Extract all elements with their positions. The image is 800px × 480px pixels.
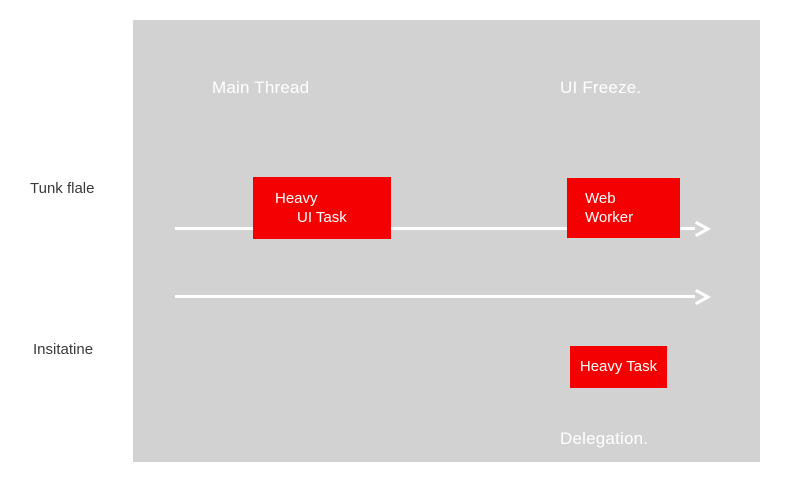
diagram-panel: Main Thread UI Freeze. Delegation. Heavy…	[133, 20, 760, 462]
task-block-web-worker: Web Worker	[567, 178, 680, 238]
task-label-line-2: UI Task	[297, 209, 347, 226]
task-label-line-1: Web	[585, 189, 616, 207]
task-label-line-1: Heavy Task	[579, 358, 658, 376]
timeline-worker-thread	[175, 295, 695, 298]
caption-delegation: Delegation.	[560, 429, 649, 448]
row-label-main-thread: Tunk flale	[30, 180, 95, 197]
task-label-line-1: Heavy	[275, 189, 318, 207]
task-block-heavy-ui-task: Heavy UI Task	[253, 177, 391, 239]
row-label-instance: Insitatine	[33, 341, 94, 358]
arrow-right-icon-worker-thread	[691, 284, 717, 310]
caption-ui-freeze: UI Freeze.	[560, 78, 642, 97]
task-label-line-2: Worker	[585, 209, 634, 226]
timeline-main-thread	[175, 227, 695, 230]
arrow-right-icon-main-thread	[691, 216, 717, 242]
caption-main-thread: Main Thread	[212, 78, 310, 97]
task-block-heavy-task: Heavy Task	[570, 346, 667, 388]
